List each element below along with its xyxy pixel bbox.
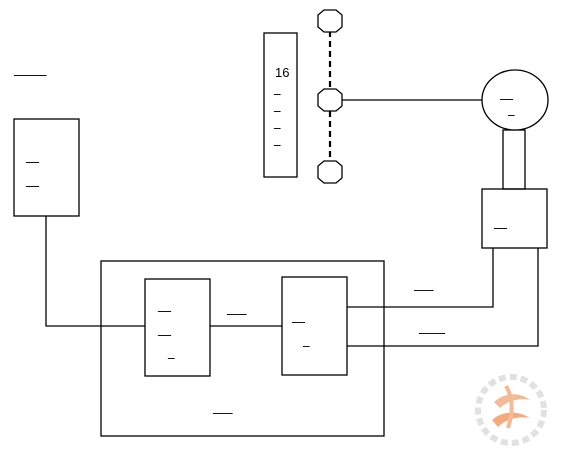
shaft: [502, 129, 526, 190]
scale-box: [263, 32, 298, 178]
lower-right-label: __: [493, 215, 508, 230]
hex-node-bottom: [317, 160, 343, 184]
left-box-line1: __: [25, 149, 40, 164]
inner-right-line2: _: [302, 333, 310, 348]
left-box: [13, 118, 80, 217]
scale-tick-3: _: [273, 115, 281, 130]
hex-node-top: [317, 9, 343, 33]
inner-left-line2: __: [157, 322, 172, 337]
ellipse-line1: __: [499, 86, 514, 101]
lower-right-box: [481, 188, 548, 249]
scale-tick-2: _: [273, 98, 281, 113]
left-box-line2: __: [25, 173, 40, 188]
inner-left-line3: _: [167, 345, 175, 360]
hex-node-middle: [317, 88, 343, 112]
conn-label-lower: ____: [418, 320, 446, 335]
scale-tick-4: _: [273, 132, 281, 147]
inner-left-line1: __: [157, 298, 172, 313]
scale-number: 16: [275, 65, 289, 80]
lower-connector: [347, 248, 539, 347]
left-connector: [45, 216, 145, 327]
header-label: _____: [13, 62, 47, 77]
ellipse-line2: _: [507, 102, 515, 117]
conn-label-upper: ___: [413, 277, 434, 292]
inner-right-line1: __: [291, 309, 306, 324]
scale-tick-1: _: [273, 81, 281, 96]
inner-link-label: ___: [226, 301, 247, 316]
ellipse-node: [481, 69, 549, 131]
outer-box: [100, 260, 385, 437]
upper-connector: [347, 248, 494, 308]
inner-left-box: [144, 278, 211, 377]
inner-right-box: [281, 276, 348, 376]
outer-box-label: ___: [212, 400, 233, 415]
gear-watermark-icon: [475, 374, 547, 446]
